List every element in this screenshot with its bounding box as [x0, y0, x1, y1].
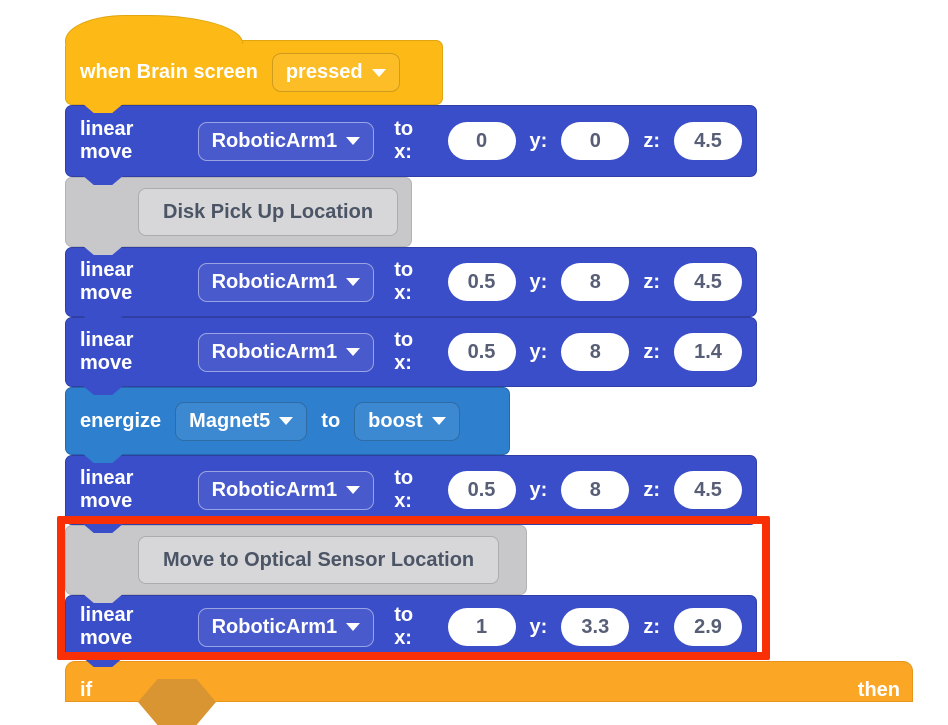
block-linear-move-1[interactable]: linear move RoboticArm1 to x: 0 y: 0 z: …: [65, 105, 757, 185]
block-if-then[interactable]: if then: [65, 661, 913, 725]
x-input[interactable]: 0.5: [447, 263, 516, 301]
z-label: z:: [643, 129, 660, 152]
device-dropdown[interactable]: RoboticArm1: [197, 470, 375, 510]
when-brain-screen-label: when Brain screen: [80, 61, 258, 83]
x-input[interactable]: 0.5: [447, 471, 516, 509]
linear-move-label: linear move: [80, 259, 134, 304]
block-when-brain-screen[interactable]: when Brain screen pressed: [65, 15, 443, 113]
y-label: y:: [529, 615, 548, 638]
chevron-down-icon: [371, 68, 386, 77]
x-input[interactable]: 1: [447, 608, 516, 646]
device-dropdown[interactable]: RoboticArm1: [197, 607, 375, 647]
to-x-label: to x:: [394, 604, 414, 649]
chevron-down-icon: [346, 137, 361, 145]
mode-dropdown[interactable]: boost: [354, 401, 460, 441]
puzzle-tab: [82, 385, 124, 395]
linear-move-label: linear move: [80, 467, 134, 512]
puzzle-tab: [82, 245, 124, 255]
y-label: y:: [529, 478, 548, 501]
y-input[interactable]: 8: [561, 263, 630, 301]
chevron-down-icon: [279, 417, 294, 425]
puzzle-tab: [82, 593, 124, 603]
y-input[interactable]: 3.3: [561, 608, 630, 646]
y-label: y:: [529, 129, 548, 152]
device-dropdown[interactable]: RoboticArm1: [197, 262, 375, 302]
mode-dropdown-value: boost: [368, 409, 423, 432]
z-label: z:: [643, 340, 660, 363]
chevron-down-icon: [346, 486, 361, 494]
device-dropdown[interactable]: RoboticArm1: [197, 121, 375, 161]
magnet-dropdown-value: Magnet5: [189, 409, 271, 432]
z-label: z:: [643, 615, 660, 638]
block-comment-optical-sensor[interactable]: Move to Optical Sensor Location: [65, 525, 527, 603]
puzzle-tab: [82, 103, 124, 113]
comment-label: Disk Pick Up Location: [138, 188, 399, 236]
x-input[interactable]: 0.5: [447, 333, 516, 371]
block-energize-magnet[interactable]: energize Magnet5 to boost: [65, 387, 510, 463]
boolean-slot[interactable]: [138, 679, 216, 725]
device-dropdown-value: RoboticArm1: [211, 270, 338, 293]
block-linear-move-3[interactable]: linear move RoboticArm1 to x: 0.5 y: 8 z…: [65, 317, 757, 395]
then-label: then: [857, 679, 900, 701]
puzzle-tab: [82, 175, 124, 185]
z-input[interactable]: 4.5: [674, 471, 742, 509]
z-label: z:: [643, 478, 660, 501]
pressed-dropdown-value: pressed: [285, 61, 363, 83]
to-x-label: to x:: [394, 467, 414, 512]
if-label: if: [80, 679, 93, 701]
pressed-dropdown[interactable]: pressed: [271, 53, 400, 92]
z-input[interactable]: 1.4: [674, 333, 742, 371]
block-comment-disk-pickup[interactable]: Disk Pick Up Location: [65, 177, 412, 255]
blocks-canvas: { "hat": { "label": "when Brain screen",…: [57, 15, 913, 725]
block-linear-move-4[interactable]: linear move RoboticArm1 to x: 0.5 y: 8 z…: [65, 455, 757, 533]
device-dropdown-value: RoboticArm1: [211, 615, 338, 638]
to-label: to: [321, 409, 341, 432]
linear-move-label: linear move: [80, 604, 134, 649]
puzzle-tab: [82, 453, 124, 463]
z-input[interactable]: 4.5: [674, 122, 742, 160]
magnet-dropdown[interactable]: Magnet5: [175, 401, 308, 441]
y-input[interactable]: 8: [561, 471, 630, 509]
block-linear-move-2[interactable]: linear move RoboticArm1 to x: 0.5 y: 8 z…: [65, 247, 757, 325]
block-linear-move-5[interactable]: linear move RoboticArm1 to x: 1 y: 3.3 z…: [65, 595, 757, 667]
y-label: y:: [529, 340, 548, 363]
chevron-down-icon: [346, 623, 361, 631]
device-dropdown-value: RoboticArm1: [211, 340, 338, 363]
to-x-label: to x:: [394, 329, 414, 374]
device-dropdown[interactable]: RoboticArm1: [197, 332, 375, 372]
chevron-down-icon: [346, 278, 361, 286]
device-dropdown-value: RoboticArm1: [211, 478, 338, 501]
to-x-label: to x:: [394, 118, 414, 163]
chevron-down-icon: [346, 348, 361, 356]
linear-move-label: linear move: [80, 118, 134, 163]
puzzle-tab: [82, 315, 124, 325]
energize-label: energize: [80, 409, 162, 432]
puzzle-tab: [82, 523, 124, 533]
z-input[interactable]: 2.9: [674, 608, 742, 646]
z-input[interactable]: 4.5: [674, 263, 742, 301]
comment-label: Move to Optical Sensor Location: [138, 536, 500, 584]
linear-move-label: linear move: [80, 329, 134, 374]
device-dropdown-value: RoboticArm1: [211, 129, 338, 152]
x-input[interactable]: 0: [447, 122, 516, 160]
z-label: z:: [643, 270, 660, 293]
y-input[interactable]: 0: [561, 122, 630, 160]
y-input[interactable]: 8: [561, 333, 630, 371]
chevron-down-icon: [431, 417, 446, 425]
hat-bump: [65, 15, 243, 44]
y-label: y:: [529, 270, 548, 293]
puzzle-tab: [82, 657, 124, 667]
to-x-label: to x:: [394, 259, 414, 304]
